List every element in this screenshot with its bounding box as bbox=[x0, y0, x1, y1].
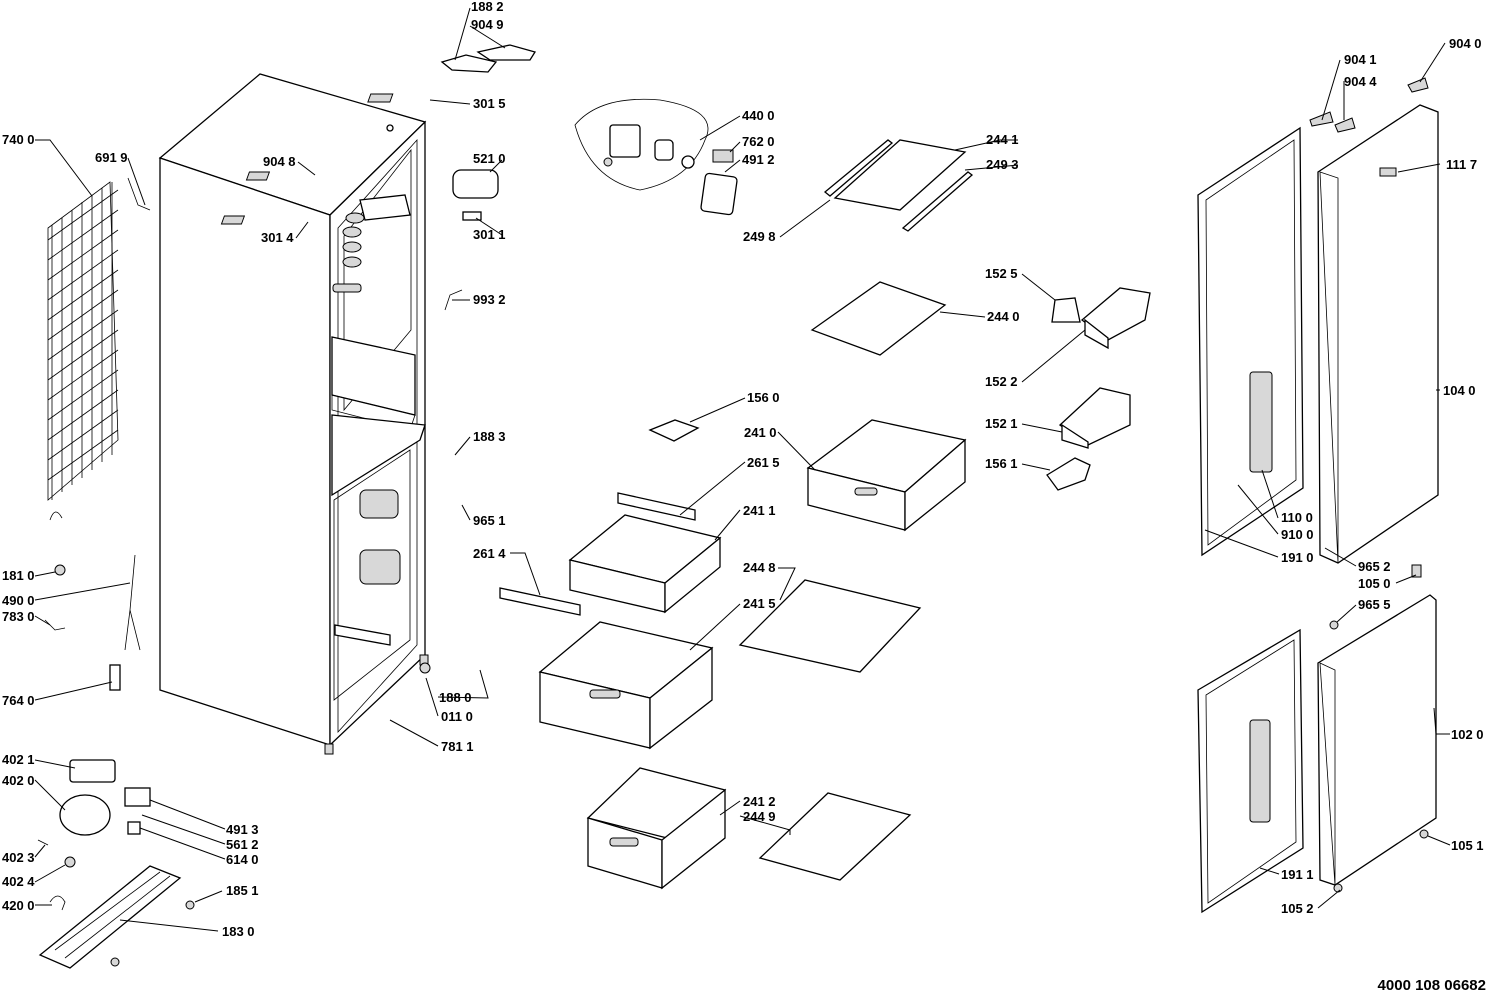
callout-7400: 740 0 bbox=[2, 132, 35, 147]
callout-9651: 965 1 bbox=[473, 513, 506, 528]
callout-9044: 904 4 bbox=[1344, 74, 1377, 89]
document-code: 4000 108 06682 bbox=[1377, 977, 1486, 994]
callout-1040: 104 0 bbox=[1443, 383, 1476, 398]
callout-1561: 156 1 bbox=[985, 456, 1018, 471]
callout-1882: 188 2 bbox=[471, 0, 504, 14]
compressor-assembly bbox=[37, 554, 195, 969]
callout-2448: 244 8 bbox=[743, 560, 776, 575]
callout-1052: 105 2 bbox=[1281, 901, 1314, 916]
callout-2498: 249 8 bbox=[743, 229, 776, 244]
callout-labels: 188 2 904 9 301 5 440 0 762 0 491 2 244 … bbox=[2, 0, 1484, 939]
leader-lines bbox=[34, 7, 1451, 932]
callout-6140: 614 0 bbox=[226, 852, 259, 867]
callout-2415: 241 5 bbox=[743, 596, 776, 611]
callout-1911: 191 1 bbox=[1281, 867, 1314, 882]
callout-3011: 301 1 bbox=[473, 227, 506, 242]
callout-9652: 965 2 bbox=[1358, 559, 1391, 574]
callout-1880: 188 0 bbox=[439, 690, 472, 705]
control-box-group bbox=[440, 44, 738, 311]
callout-4021: 402 1 bbox=[2, 752, 35, 767]
callout-1521: 152 1 bbox=[985, 416, 1018, 431]
callout-7640: 764 0 bbox=[2, 693, 35, 708]
callout-1851: 185 1 bbox=[226, 883, 259, 898]
callout-2614: 261 4 bbox=[473, 546, 506, 561]
callout-5210: 521 0 bbox=[473, 151, 506, 166]
callout-3014: 301 4 bbox=[261, 230, 294, 245]
glass-shelves bbox=[738, 139, 974, 881]
callout-9049: 904 9 bbox=[471, 17, 504, 32]
callout-1810: 181 0 bbox=[2, 568, 35, 583]
callout-2410: 241 0 bbox=[744, 425, 777, 440]
callout-3015: 301 5 bbox=[473, 96, 506, 111]
callout-2440: 244 0 bbox=[987, 309, 1020, 324]
callout-2493: 249 3 bbox=[986, 157, 1019, 172]
callout-4400: 440 0 bbox=[742, 108, 775, 123]
callout-4023: 402 3 bbox=[2, 850, 35, 865]
callout-1830: 183 0 bbox=[222, 924, 255, 939]
callout-9932: 993 2 bbox=[473, 292, 506, 307]
callout-6919: 691 9 bbox=[95, 150, 128, 165]
callout-2615: 261 5 bbox=[747, 455, 780, 470]
callout-1050: 105 0 bbox=[1358, 576, 1391, 591]
callout-7830: 783 0 bbox=[2, 609, 35, 624]
callout-4912: 491 2 bbox=[742, 152, 775, 167]
callout-1020: 102 0 bbox=[1451, 727, 1484, 742]
upper-door-assembly bbox=[1197, 77, 1439, 578]
callout-1100: 110 0 bbox=[1281, 510, 1313, 525]
callout-9040: 904 0 bbox=[1449, 36, 1482, 51]
callout-2412: 241 2 bbox=[743, 794, 776, 809]
callout-4913: 491 3 bbox=[226, 822, 259, 837]
callout-2449: 244 9 bbox=[743, 809, 776, 824]
callout-4020: 402 0 bbox=[2, 773, 35, 788]
callout-0110: 011 0 bbox=[441, 709, 473, 724]
condenser-coil bbox=[47, 177, 151, 521]
callout-7620: 762 0 bbox=[742, 134, 775, 149]
callout-9100: 910 0 bbox=[1281, 527, 1314, 542]
callout-5612: 561 2 bbox=[226, 837, 259, 852]
callout-1051: 105 1 bbox=[1451, 838, 1484, 853]
callout-1560: 156 0 bbox=[747, 390, 780, 405]
callout-7811: 781 1 bbox=[441, 739, 474, 754]
callout-1525: 152 5 bbox=[985, 266, 1018, 281]
callout-1910: 191 0 bbox=[1281, 550, 1314, 565]
callout-1117: 111 7 bbox=[1446, 157, 1477, 172]
fridge-cabinet bbox=[158, 73, 431, 755]
drawers bbox=[499, 419, 967, 890]
callout-9041: 904 1 bbox=[1344, 52, 1377, 67]
callout-4900: 490 0 bbox=[2, 593, 35, 608]
door-bins bbox=[648, 287, 1151, 491]
lower-door-assembly bbox=[1197, 594, 1437, 914]
callout-4024: 402 4 bbox=[2, 874, 35, 889]
callout-2411: 241 1 bbox=[743, 503, 776, 518]
callout-9048: 904 8 bbox=[263, 154, 296, 169]
callout-1883: 188 3 bbox=[473, 429, 506, 444]
callout-4200: 420 0 bbox=[2, 898, 35, 913]
callout-9655: 965 5 bbox=[1358, 597, 1391, 612]
callout-2441: 244 1 bbox=[986, 132, 1019, 147]
callout-1522: 152 2 bbox=[985, 374, 1018, 389]
